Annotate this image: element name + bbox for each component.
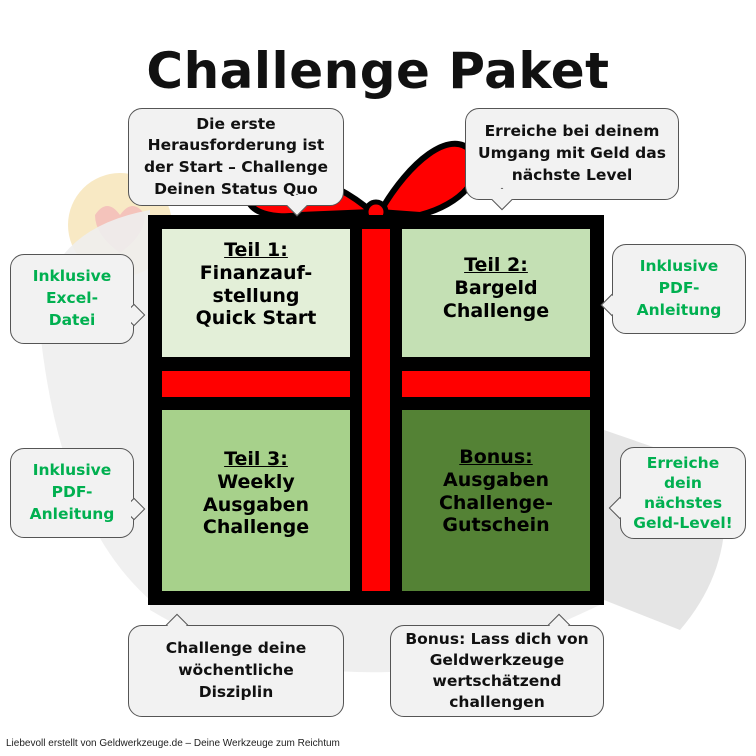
bubble-line: nächstes xyxy=(643,494,723,512)
panel-line: Finanzauf- xyxy=(199,261,313,284)
panel-heading: Teil 2: xyxy=(464,254,528,276)
panel-heading: Teil 3: xyxy=(224,448,288,470)
bubble-top-left: Die erste Herausforderung ist der Start … xyxy=(128,108,344,217)
bubble-right-pdf: Inklusive PDF- Anleitung xyxy=(600,244,746,334)
bubble-line: Disziplin xyxy=(198,682,274,701)
panel-heading: Bonus: xyxy=(459,446,533,468)
panel-line: Ausgaben xyxy=(443,468,549,491)
panel-bonus: Bonus: Ausgaben Challenge- Gutschein xyxy=(402,410,590,591)
bubble-line: Deinen Status Quo xyxy=(154,179,318,198)
bubble-line: Inklusive xyxy=(639,257,719,276)
bubble-left-excel: Inklusive Excel- Datei xyxy=(10,254,146,344)
bubble-top-right: Erreiche bei deinem Umgang mit Geld das … xyxy=(465,108,679,211)
bubble-line: Umgang mit Geld das xyxy=(478,144,666,163)
bubble-line: PDF- xyxy=(51,483,93,502)
bubble-line: wöchentliche xyxy=(178,661,294,680)
bubble-line: PDF- xyxy=(658,279,700,298)
panel-line: Challenge- xyxy=(438,491,554,514)
panel-teil-1: Teil 1: Finanzauf- stellung Quick Start xyxy=(162,229,350,357)
bubble-line: Herausforderung ist xyxy=(147,136,325,155)
bubble-line: Erreiche xyxy=(646,453,720,472)
panel-line: Quick Start xyxy=(195,307,317,330)
panel-line: Challenge xyxy=(442,299,550,322)
bubble-line: Geld-Level! xyxy=(633,514,733,533)
bubble-line: wertschätzend xyxy=(432,672,562,690)
panel-teil-2: Teil 2: Bargeld Challenge xyxy=(402,229,590,357)
bubble-line: Anleitung xyxy=(29,504,115,523)
bubble-line: Erreiche bei deinem xyxy=(484,122,660,141)
page-title: Challenge Paket xyxy=(146,41,610,100)
bubble-line: dein xyxy=(664,473,702,492)
bubble-bottom-right: Bonus: Lass dich von Geldwerkzeuge werts… xyxy=(390,613,604,717)
footer-credit: Liebevoll erstellt von Geldwerkzeuge.de … xyxy=(6,738,340,749)
panel-line: Challenge xyxy=(202,516,310,539)
bubble-line: Geldwerkzeuge xyxy=(429,651,565,670)
ribbon-horizontal-right xyxy=(402,371,590,397)
bubble-line: Inklusive xyxy=(32,461,112,480)
panel-line: Ausgaben xyxy=(203,493,309,516)
bubble-line: Challenge deine xyxy=(165,639,307,658)
bubble-line: Bonus: Lass dich von xyxy=(405,630,589,649)
panel-line: stellung xyxy=(212,284,300,307)
bubble-left-pdf: Inklusive PDF- Anleitung xyxy=(10,448,146,538)
panel-line: Weekly xyxy=(217,470,295,493)
ribbon-horizontal-left xyxy=(162,371,350,397)
bubble-line: nächste Level xyxy=(511,165,633,184)
bubble-line: Die erste xyxy=(196,114,276,133)
bubble-bottom-left: Challenge deine wöchentliche Disziplin xyxy=(128,613,344,717)
panel-heading: Teil 1: xyxy=(224,239,288,261)
bubble-line: Inklusive xyxy=(32,267,112,286)
panel-line: Gutschein xyxy=(442,514,550,537)
bubble-line: challengen xyxy=(449,692,545,711)
panel-line: Bargeld xyxy=(454,276,538,299)
bubble-line: Datei xyxy=(48,310,96,329)
bubble-right-level: Erreiche dein nächstes Geld-Level! xyxy=(608,447,746,539)
bubble-line: Anleitung xyxy=(636,300,722,319)
panel-teil-3: Teil 3: Weekly Ausgaben Challenge xyxy=(162,410,350,591)
ribbon-vertical xyxy=(362,229,390,591)
bubble-line: Excel- xyxy=(45,289,99,308)
bubble-line: der Start – Challenge xyxy=(144,158,328,176)
